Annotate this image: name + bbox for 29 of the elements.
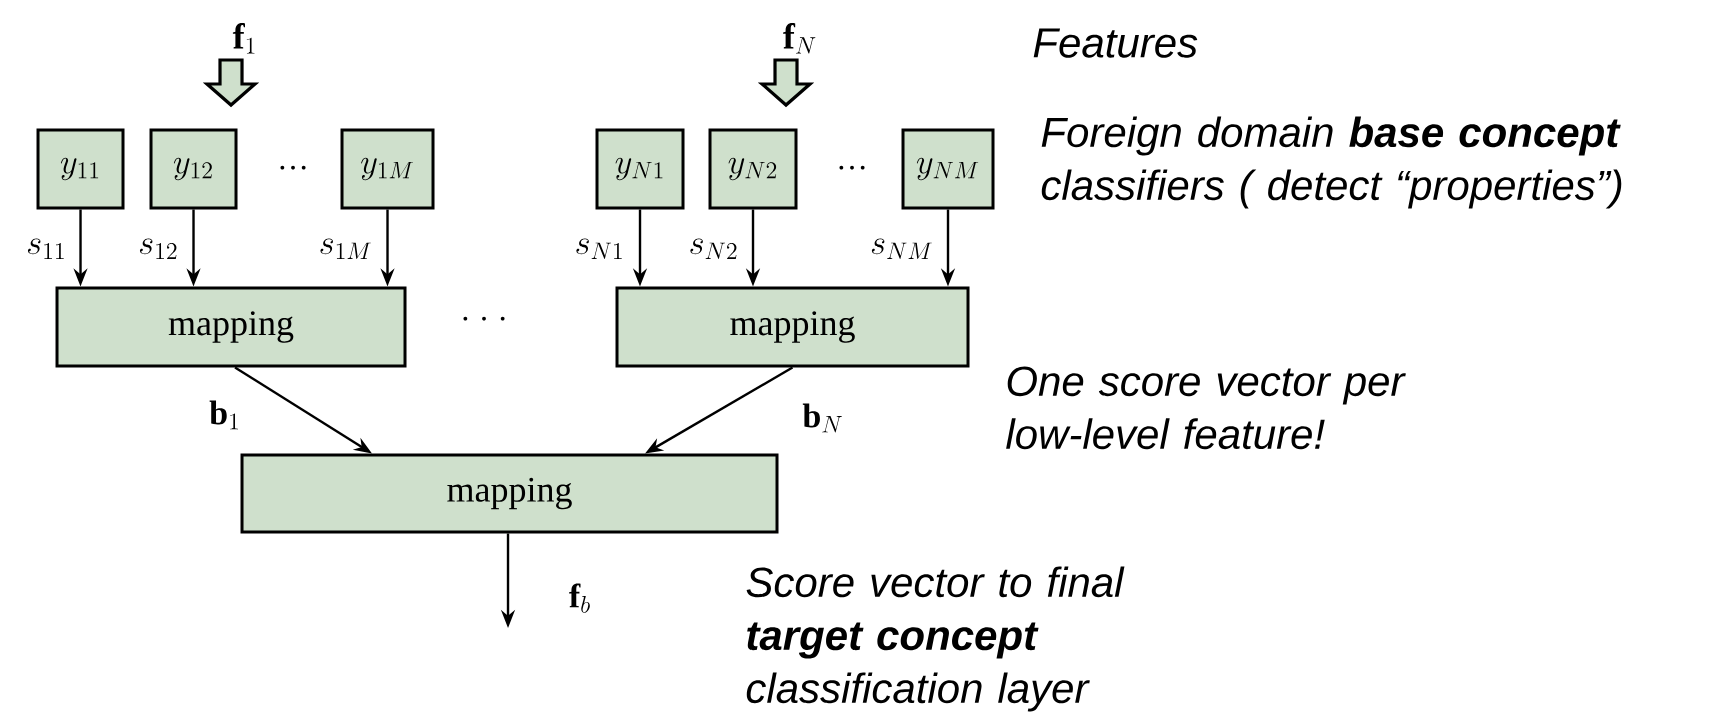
edge-label: $\mathbf{b}_1$ (209, 400, 238, 430)
edge-label: $\mathbf{f}_b$ (569, 583, 590, 613)
ellipsis: ··· (280, 165, 306, 170)
classifier-box: $y_{N2}$ (708, 128, 798, 210)
mapping-box: mapping (55, 286, 407, 368)
feature-label: $\mathbf{f}_1$ (232, 23, 255, 54)
note-text: Score vector to final target concept classification layer (746, 566, 1125, 712)
edge-label: $s_{12}$ (139, 238, 177, 260)
classifier-box: $y_{N1}$ (595, 128, 685, 210)
edge-label: $s_{N2}$ (690, 238, 737, 260)
edge-label: $s_{11}$ (27, 238, 64, 260)
mapping-box: mapping (240, 453, 779, 534)
note-text: One score vector per low-level feature! (1006, 366, 1406, 450)
edge-label: $\mathbf{b}_N$ (802, 403, 842, 433)
classifier-box: $y_{12}$ (149, 128, 238, 210)
ellipsis: ··· (839, 165, 865, 170)
feature-label: $\mathbf{f}_N$ (783, 23, 816, 54)
edge-label: $s_{1M}$ (320, 238, 371, 260)
classifier-box: $y_{11}$ (36, 128, 125, 210)
classifier-box: $y_{NM}$ (901, 128, 995, 210)
block-arrow (757, 58, 815, 108)
block-arrow (202, 58, 260, 108)
edge-label: $s_{N1}$ (576, 238, 622, 260)
mapping-box: mapping (615, 286, 970, 368)
classifier-box: $y_{1M}$ (340, 128, 435, 210)
note-text: Foreign domain base concept classifiers ( detect “properties”) (1041, 116, 1622, 209)
note-text: Features (1033, 28, 1198, 58)
edge-label: $s_{NM}$ (871, 238, 932, 260)
ellipsis: · · · (463, 316, 505, 321)
